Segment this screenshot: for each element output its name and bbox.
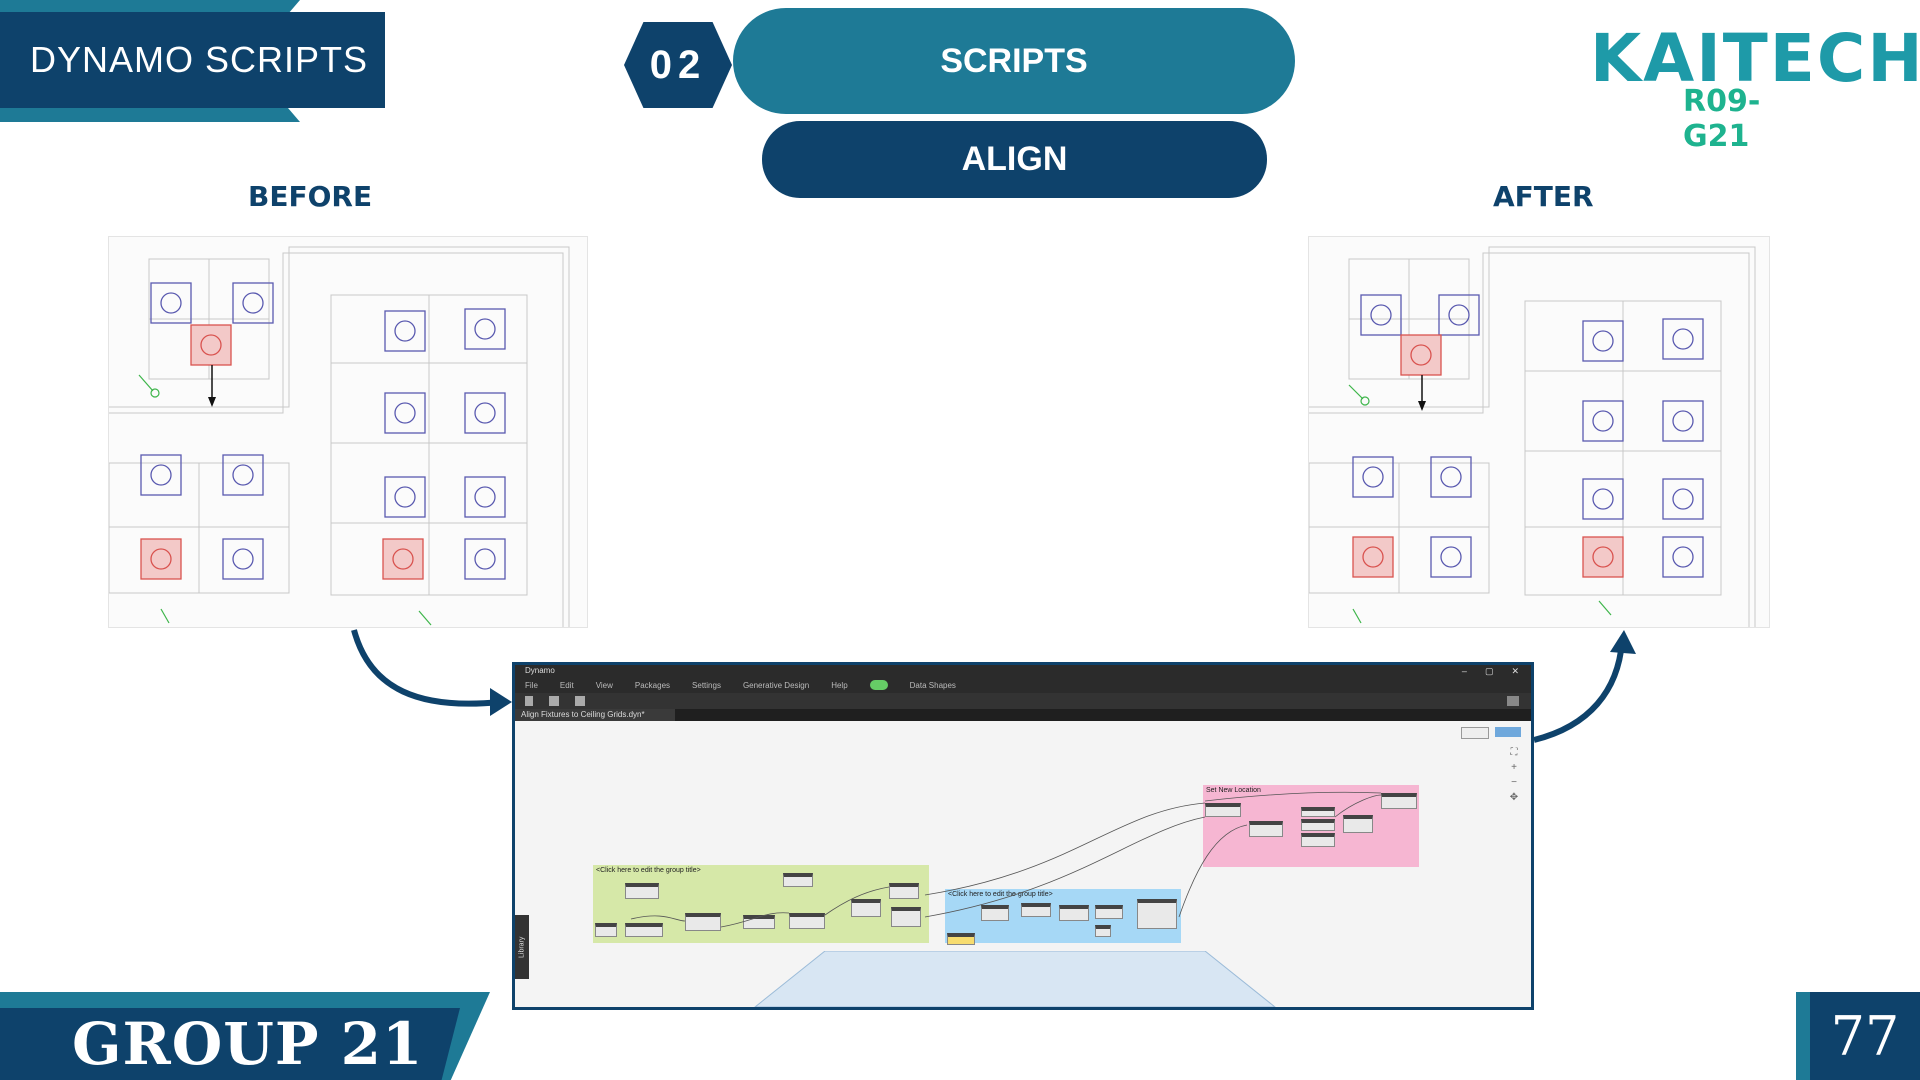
dynamo-note-node[interactable] [947, 933, 975, 945]
dynamo-menu-bar: File Edit View Packages Settings Generat… [515, 677, 1531, 693]
menu-data-shapes[interactable]: Data Shapes [909, 680, 956, 690]
notification-toggle-icon[interactable] [869, 680, 888, 690]
minimize-icon[interactable]: – [1461, 666, 1467, 676]
group-blue[interactable]: <Click here to edit the group title> [945, 889, 1181, 945]
logo-code: R09-G21 [1683, 84, 1761, 154]
group-green-title[interactable]: <Click here to edit the group title> [596, 867, 701, 874]
dynamo-node[interactable] [595, 923, 617, 937]
node-wires [630, 791, 1382, 928]
dynamo-node[interactable] [1301, 807, 1335, 817]
page-number: 77 [1810, 992, 1920, 1080]
dynamo-node[interactable] [1301, 833, 1335, 847]
tab-align-fixtures[interactable]: Align Fixtures to Ceiling Grids.dyn* [515, 709, 675, 721]
dynamo-node[interactable] [1095, 905, 1123, 919]
dynamo-node[interactable] [851, 899, 881, 917]
dynamo-node[interactable] [1343, 815, 1373, 833]
pan-icon[interactable]: ✥ [1509, 792, 1519, 803]
dynamo-node[interactable] [783, 873, 813, 887]
category-pill: SCRIPTS [733, 8, 1295, 114]
zoom-controls: ⛶ + − ✥ [1507, 745, 1521, 807]
banner-accent-top [0, 0, 300, 14]
dynamo-node[interactable] [625, 923, 663, 937]
dynamo-node[interactable] [1095, 925, 1111, 937]
zoom-fit-icon[interactable]: ⛶ [1510, 747, 1518, 758]
after-label: AFTER [1493, 180, 1594, 213]
group-label: GROUP 21 [72, 1010, 424, 1078]
dynamo-node[interactable] [889, 883, 919, 899]
dynamo-node[interactable] [1249, 821, 1283, 837]
banner-accent-bottom [0, 108, 300, 122]
background-geometry-mesh [754, 951, 1276, 1007]
zoom-in-icon[interactable]: + [1511, 762, 1517, 773]
group-blue-title[interactable]: <Click here to edit the group title> [948, 891, 1053, 898]
close-icon[interactable]: ✕ [1511, 666, 1519, 676]
before-label: BEFORE [248, 180, 373, 213]
page-number-accent [1796, 992, 1810, 1080]
group-green[interactable]: <Click here to edit the group title> [593, 865, 929, 943]
dynamo-node[interactable] [1021, 903, 1051, 917]
dynamo-canvas[interactable]: Library ⛶ + − ✥ <Click here to edit the … [515, 721, 1531, 1007]
after-floor-plan [1308, 236, 1770, 628]
open-file-icon[interactable] [549, 696, 559, 706]
dynamo-node[interactable] [981, 905, 1009, 921]
menu-file[interactable]: File [525, 680, 538, 690]
dynamo-toolbar [515, 693, 1531, 709]
subtitle-pill: ALIGN [762, 121, 1267, 198]
camera-icon[interactable] [1507, 696, 1519, 706]
menu-settings[interactable]: Settings [692, 680, 721, 690]
group-pink-title[interactable]: Set New Location [1206, 787, 1261, 794]
menu-packages[interactable]: Packages [634, 680, 671, 690]
dynamo-node[interactable] [1301, 819, 1335, 831]
dynamo-node[interactable] [1059, 905, 1089, 921]
menu-edit[interactable]: Edit [559, 680, 574, 690]
menu-generative-design[interactable]: Generative Design [742, 680, 810, 690]
dynamo-node[interactable] [1381, 793, 1417, 809]
group-pink[interactable]: Set New Location [1203, 785, 1419, 867]
dynamo-window: Dynamo – ▢ ✕ File Edit View Packages Set… [512, 662, 1534, 1010]
footer-group-box [0, 1008, 460, 1080]
zoom-out-icon[interactable]: − [1511, 777, 1517, 788]
after-plan-drawing [1308, 246, 1756, 627]
before-floor-plan [108, 236, 588, 628]
geometry-view-icon[interactable] [1461, 727, 1489, 739]
new-file-icon[interactable] [525, 696, 533, 706]
dynamo-node[interactable] [1205, 803, 1241, 817]
menu-view[interactable]: View [595, 680, 613, 690]
save-icon[interactable] [575, 696, 585, 706]
dynamo-window-title: Dynamo [525, 666, 555, 675]
arrow-before-to-dynamo [351, 629, 512, 716]
window-controls: – ▢ ✕ [1462, 665, 1519, 677]
menu-help[interactable]: Help [831, 680, 848, 690]
graph-view-icon[interactable] [1495, 727, 1521, 737]
view-toggle [1461, 727, 1521, 739]
kaitech-logo: KAITECH [1590, 20, 1920, 97]
before-plan-drawing [108, 246, 570, 627]
dynamo-node[interactable] [891, 907, 921, 927]
section-title: DYNAMO SCRIPTS [0, 12, 385, 108]
arrow-dynamo-to-after [1533, 630, 1636, 743]
step-number-badge: 02 [624, 22, 732, 108]
dynamo-tab-strip: Align Fixtures to Ceiling Grids.dyn* [515, 709, 1531, 721]
dynamo-node[interactable] [685, 913, 721, 931]
dynamo-node[interactable] [789, 913, 825, 929]
maximize-icon[interactable]: ▢ [1484, 666, 1494, 676]
dynamo-node[interactable] [625, 883, 659, 899]
dynamo-title-bar: Dynamo [515, 665, 1531, 677]
dynamo-node[interactable] [1137, 899, 1177, 929]
